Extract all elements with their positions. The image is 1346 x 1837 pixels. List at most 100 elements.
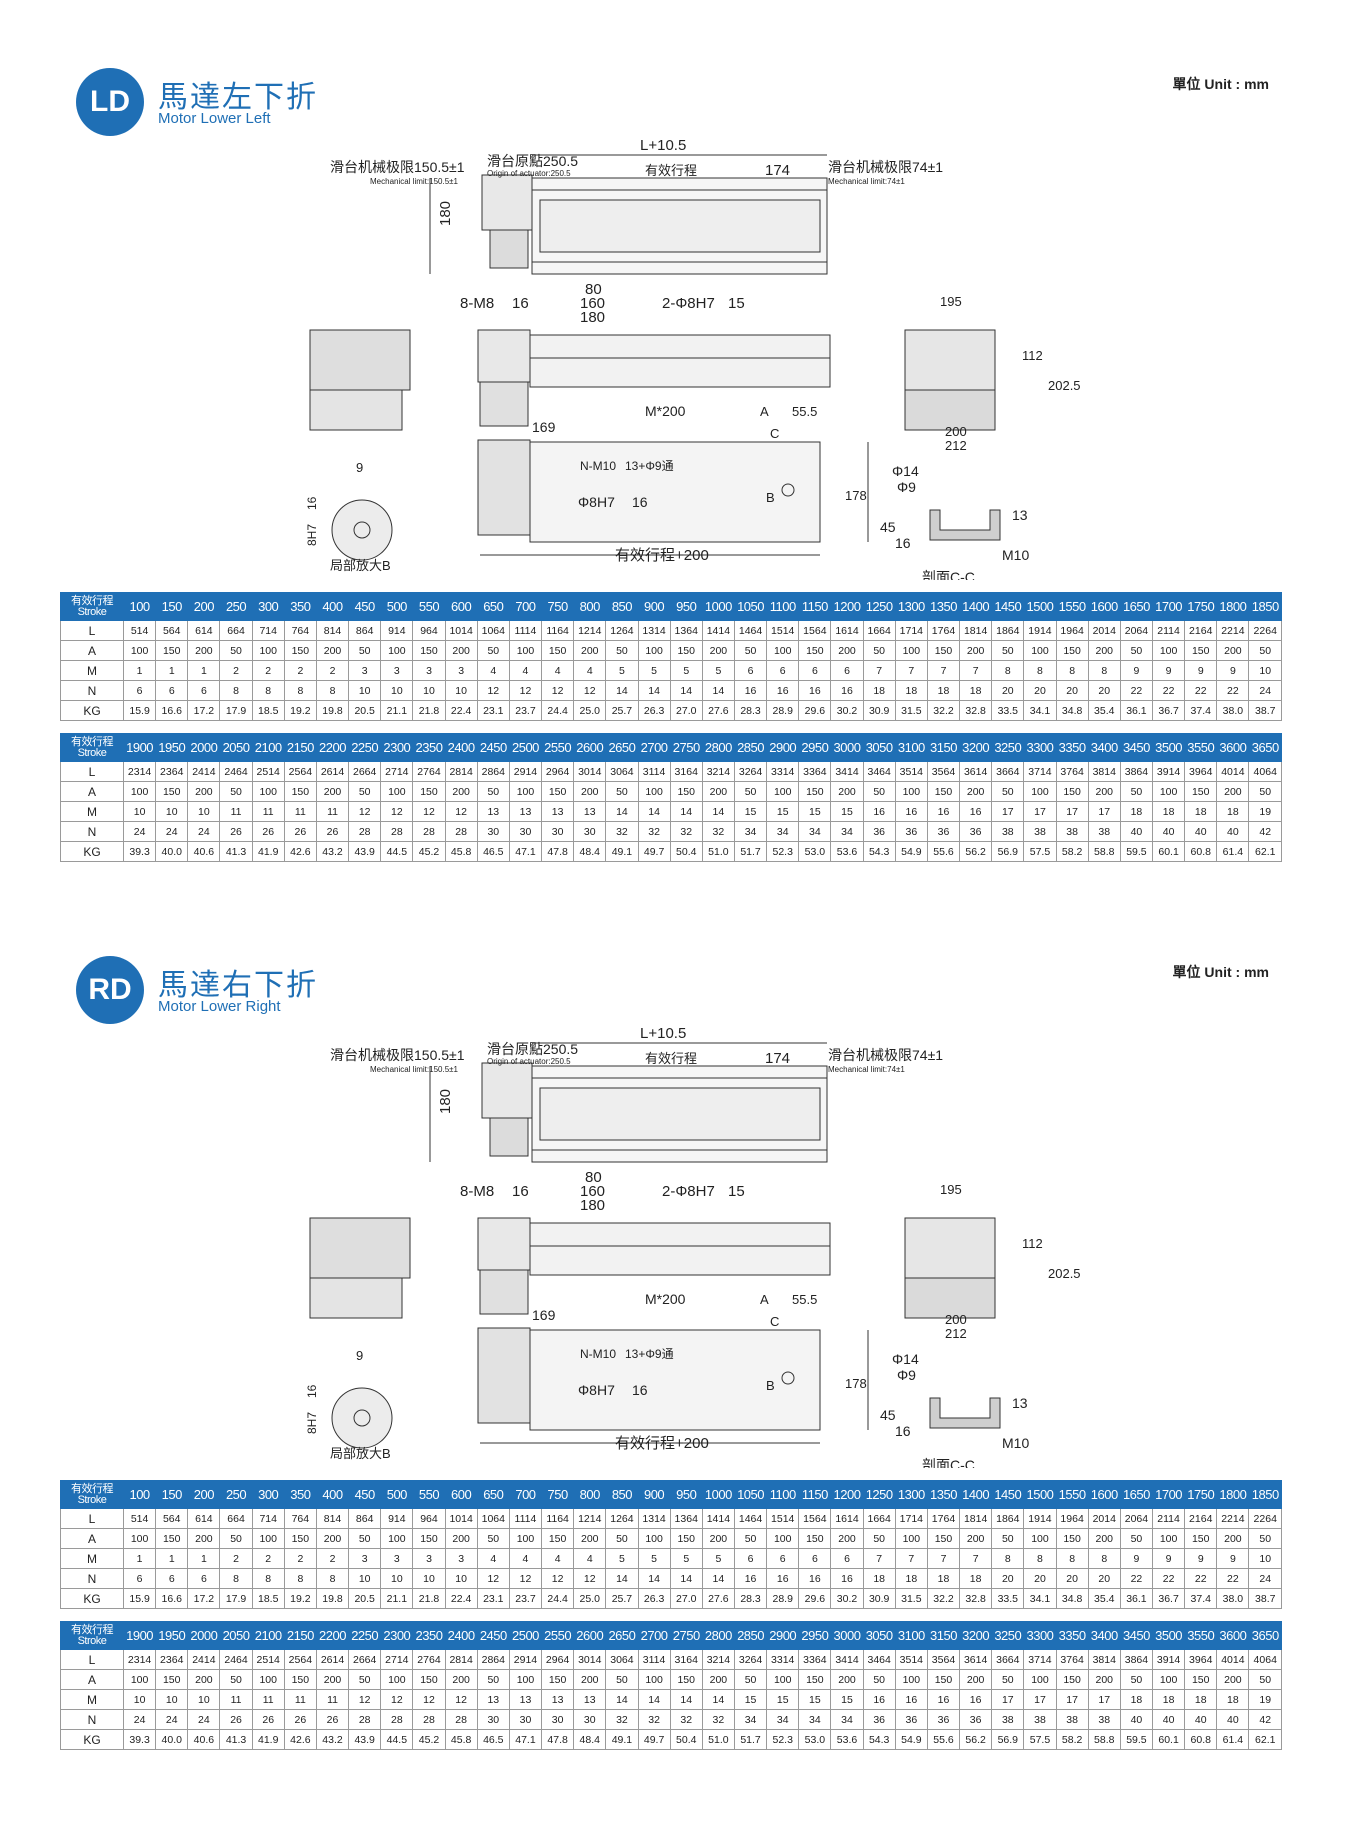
table-cell: 56.2 [959,1729,993,1750]
table-cell: 2164 [1184,1508,1218,1529]
table-cell: 3114 [637,761,671,782]
table-cell: 38 [1087,821,1121,842]
svg-text:N-M10: N-M10 [580,1347,616,1361]
table-cell: 4 [476,660,510,681]
table-cell: 1 [122,660,157,681]
table-cell: 3364 [798,1649,832,1670]
table-cell: 1814 [959,1508,993,1529]
table-cell: 200 [573,1669,607,1690]
table-cell: 43.9 [348,1729,382,1750]
table-cell: 150 [412,1528,446,1549]
svg-text:剖面C-C: 剖面C-C [922,569,975,580]
table-cell: 54.3 [862,841,896,862]
table-cell: 150 [798,1528,832,1549]
table-cell: 22 [1151,1568,1186,1589]
table-cell: 1614 [830,620,864,641]
table-cell: 1364 [669,1508,703,1529]
stroke-cell: 800 [573,1480,607,1509]
table-cell: 20 [1023,1568,1057,1589]
table-cell: 100 [766,781,800,802]
stroke-cell: 2000 [187,1621,221,1650]
stroke-cell: 2000 [187,733,221,762]
table-cell: 38.0 [1216,1588,1250,1609]
table-cell: 4014 [1216,761,1250,782]
table-cell: 26 [283,1709,317,1730]
table-cell: 49.1 [605,1729,639,1750]
table-cell: 6 [798,1548,832,1569]
table-cell: 32.8 [959,1588,993,1609]
title-en: Motor Lower Right [158,998,281,1015]
table-cell: 3014 [573,761,607,782]
table-cell: 20.5 [348,1588,382,1609]
end-view-top [904,1217,996,1279]
table-cell: 100 [1023,640,1057,661]
table-cell: 60.8 [1184,1729,1218,1750]
table-cell: 18 [862,1568,896,1589]
row-label: M [60,660,124,681]
table-cell: 15 [798,801,832,822]
stroke-cell: 1450 [991,592,1025,621]
stroke-cell: 200 [187,592,221,621]
row-label: A [60,1528,124,1549]
table-cell: 3 [348,660,382,681]
table-cell: 53.0 [798,841,832,862]
stroke-cell: 2850 [733,1621,768,1650]
table-cell: 3214 [701,761,735,782]
table-cell: 12 [541,1568,575,1589]
table-cell: 38 [991,821,1025,842]
table-cell: 32 [701,1709,735,1730]
table-cell: 41.3 [219,1729,253,1750]
table-cell: 6 [733,1548,768,1569]
svg-text:8-M8: 8-M8 [460,295,494,312]
table-cell: 10 [1248,660,1282,681]
table-cell: 3864 [1119,761,1154,782]
table-cell: 29.6 [798,1588,832,1609]
svg-text:45: 45 [880,519,896,535]
table-cell: 8 [1087,1548,1121,1569]
table-cell: 100 [122,1528,157,1549]
table-cell: 200 [315,640,350,661]
table-cell: 39.3 [122,1729,157,1750]
table-cell: 1264 [605,620,639,641]
table-cell: 200 [573,781,607,802]
table-cell: 52.3 [766,841,800,862]
table-cell: 2 [283,660,317,681]
table-cell: 2114 [1151,620,1186,641]
table-cell: 2414 [187,1649,221,1670]
table-cell: 1514 [766,620,800,641]
table-cell: 11 [315,1689,350,1710]
table-cell: 2 [219,660,253,681]
table-cell: 28 [380,1709,414,1730]
table-cell: 50 [348,1669,382,1690]
end-view-bottom [904,1277,996,1319]
table-cell: 12 [348,801,382,822]
svg-text:16: 16 [895,1423,911,1439]
stroke-cell: 250 [219,1480,253,1509]
stroke-cell: 1450 [991,1480,1025,1509]
svg-text:9: 9 [356,460,363,475]
svg-text:13+Φ9通: 13+Φ9通 [625,1347,674,1361]
table-cell: 28 [444,1709,478,1730]
stroke-cell: 450 [348,1480,382,1509]
table-cell: 62.1 [1248,841,1282,862]
actuator-front [529,1222,831,1276]
table-cell: 18 [959,1568,993,1589]
stroke-cell: 2850 [733,733,768,762]
table-cell: 16 [766,1568,800,1589]
stroke-cell: 2750 [669,1621,703,1650]
svg-text:Mechanical limit:150.5±1: Mechanical limit:150.5±1 [370,177,459,186]
table-cell: 16 [766,680,800,701]
table-cell: 2914 [508,1649,543,1670]
stroke-cell: 950 [669,592,703,621]
table-cell: 20 [1087,680,1121,701]
table-cell: 50 [476,640,510,661]
table-cell: 20.5 [348,700,382,721]
table-cell: 3814 [1087,761,1121,782]
table-cell: 50 [476,781,510,802]
stroke-cell: 2700 [637,733,671,762]
table-cell: 28.3 [733,1588,768,1609]
stroke-cell: 450 [348,592,382,621]
table-cell: 34.1 [1023,1588,1057,1609]
table-cell: 9 [1216,660,1250,681]
